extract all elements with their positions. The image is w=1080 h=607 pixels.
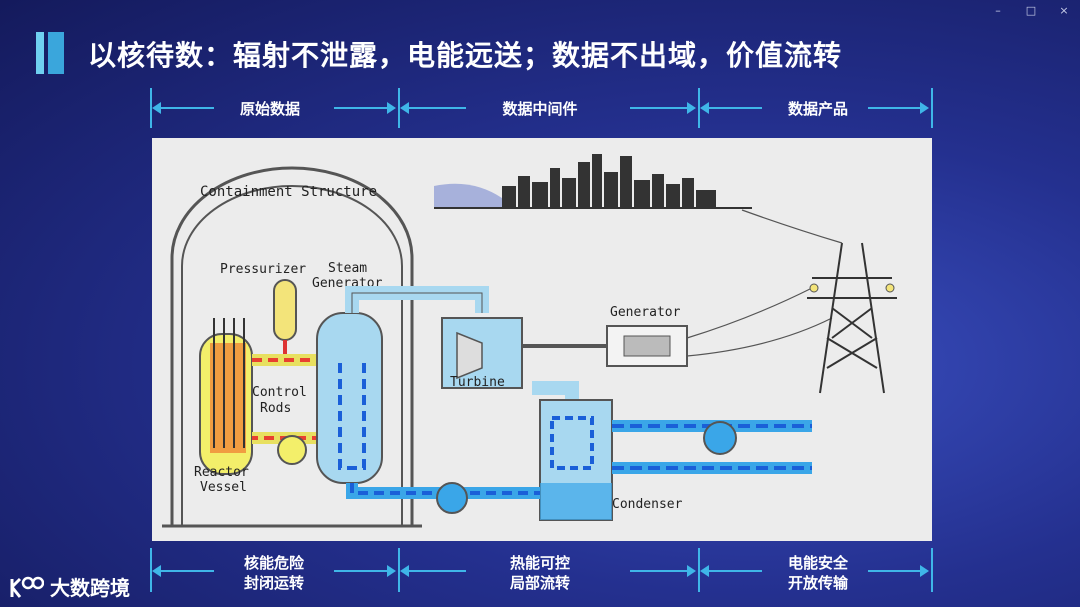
segment-arrow	[400, 102, 466, 114]
city-skyline	[502, 154, 716, 208]
label-control: Control	[252, 385, 307, 400]
segment-tick	[698, 548, 700, 592]
brand-logo: 大数跨境	[8, 572, 130, 601]
label-vessel: Vessel	[200, 480, 247, 495]
turbine-blades	[456, 331, 483, 380]
label-steam: Steam	[328, 261, 367, 276]
bottom-label-line: 核能危险	[243, 554, 304, 572]
title-accent-bar-2	[48, 32, 64, 74]
cooling-pump	[703, 421, 737, 455]
segment-arrow	[152, 102, 214, 114]
segment-tick	[698, 88, 700, 128]
bottom-label-nuclear: 核能危险 封闭运转	[214, 553, 334, 593]
bottom-label-line: 开放传输	[787, 574, 848, 592]
maximize-icon[interactable]: □	[1025, 4, 1037, 17]
title-accent-bar	[36, 32, 44, 74]
label-generator: Generator	[610, 305, 681, 320]
close-icon[interactable]: ×	[1059, 4, 1069, 17]
reactor-pump	[277, 435, 307, 465]
bottom-label-line: 热能可控	[509, 554, 570, 572]
minimize-icon[interactable]: –	[995, 4, 1001, 17]
steam-generator	[316, 312, 383, 484]
segment-arrow	[868, 565, 929, 577]
containment-dome	[170, 166, 414, 528]
label-turbine: Turbine	[450, 375, 505, 390]
segment-label-middleware: 数据中间件	[502, 100, 578, 118]
segment-label-raw-data: 原始数据	[239, 100, 300, 118]
feedwater-pump	[436, 482, 468, 514]
segment-tick	[931, 548, 933, 592]
segment-tick	[398, 548, 400, 592]
segment-arrow	[700, 565, 762, 577]
segment-label-data-product: 数据产品	[787, 100, 848, 118]
label-reactor: Reactor	[194, 465, 249, 480]
segment-arrow	[334, 565, 396, 577]
bottom-label-thermal: 热能可控 局部流转	[480, 553, 600, 593]
page-title: 以核待数：辐射不泄露，电能远送；数据不出域，价值流转	[88, 39, 843, 72]
segment-tick	[150, 88, 152, 128]
logo-icon	[10, 576, 44, 598]
segment-arrow	[868, 102, 929, 114]
label-condenser: Condenser	[612, 497, 683, 512]
logo-text: 大数跨境	[50, 576, 130, 600]
segment-tick	[398, 88, 400, 128]
segment-tick	[150, 548, 152, 592]
bottom-label-electric: 电能安全 开放传输	[758, 553, 878, 593]
segment-arrow	[152, 565, 214, 577]
bottom-label-line: 局部流转	[509, 574, 570, 592]
nuclear-plant-svg: Containment Structure Pressurizer Contro…	[162, 154, 897, 528]
pressurizer-tank	[273, 279, 297, 341]
bottom-label-line: 电能安全	[787, 554, 848, 572]
segment-arrow	[400, 565, 466, 577]
containment-inner	[181, 185, 403, 526]
label-rods: Rods	[260, 401, 291, 416]
label-pressurizer: Pressurizer	[220, 262, 306, 277]
segment-tick	[931, 88, 933, 128]
segment-arrow	[630, 565, 696, 577]
nuclear-plant-diagram: Containment Structure Pressurizer Contro…	[152, 138, 932, 541]
segment-arrow	[630, 102, 696, 114]
label-containment: Containment Structure	[200, 184, 377, 200]
bottom-label-line: 封闭运转	[243, 574, 304, 592]
transmission-tower	[807, 242, 897, 394]
segment-arrow	[334, 102, 396, 114]
segment-arrow	[700, 102, 762, 114]
